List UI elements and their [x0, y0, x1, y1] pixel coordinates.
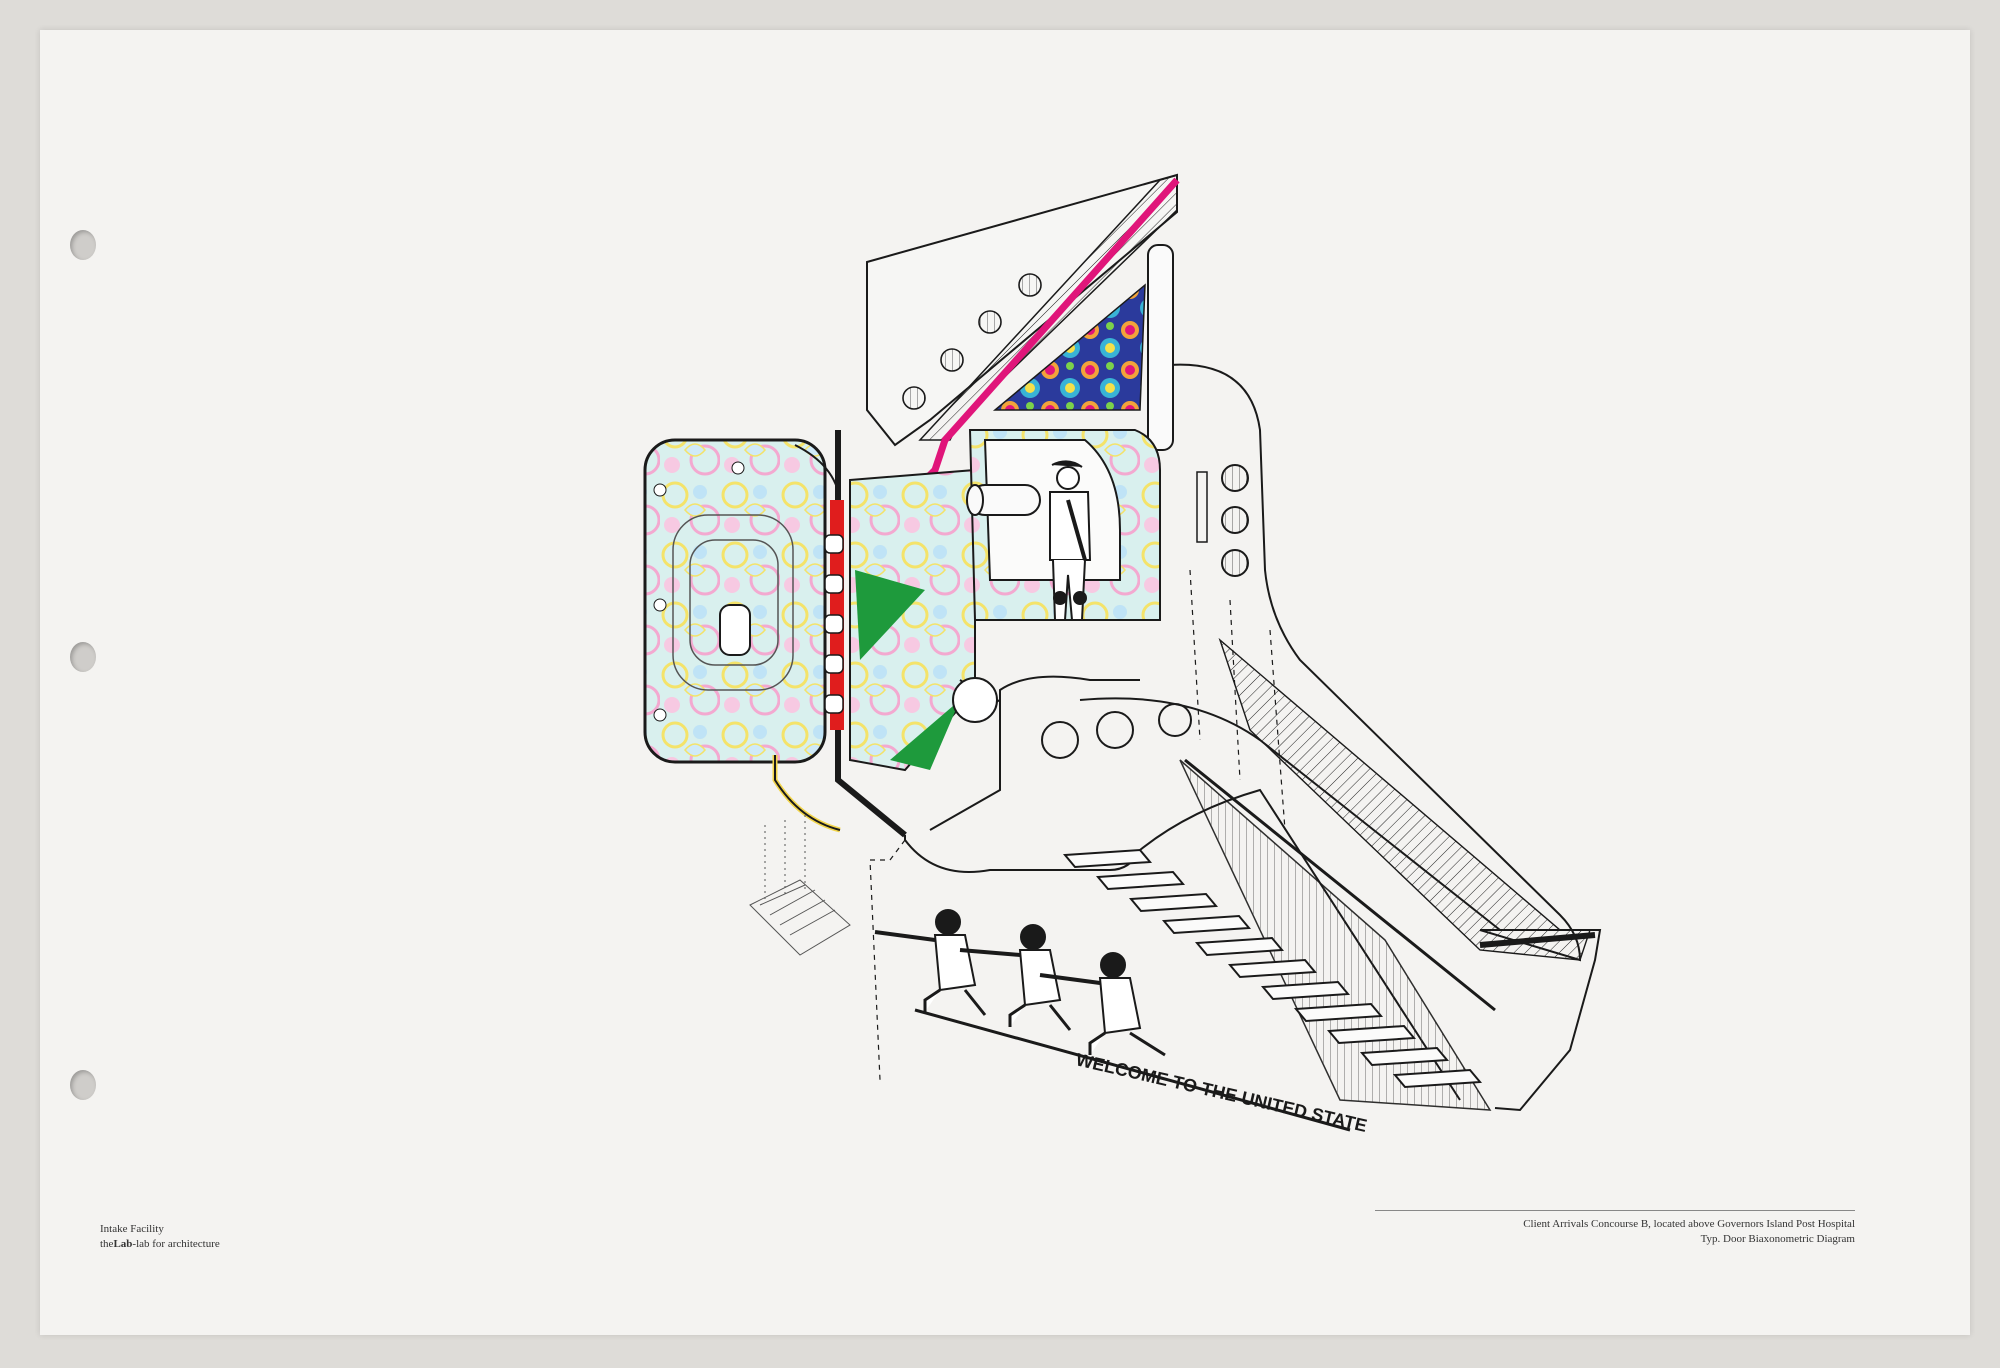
hood-round-vents [902, 273, 1042, 410]
punch-hole-bottom [70, 1070, 96, 1100]
pipe-duct [966, 484, 1041, 516]
overhead-hood [866, 173, 1180, 503]
project-title: Intake Facility [100, 1223, 164, 1235]
caption-project-title: Intake Facility theLab-lab for architect… [100, 1222, 220, 1252]
door-frame [824, 430, 907, 838]
soldier-figure [1039, 952, 1166, 1057]
armed-guard-figure [1049, 460, 1092, 621]
studio-name: theLab-lab for architecture [100, 1238, 220, 1250]
floor-edge [914, 1008, 1351, 1132]
soldier-figure [874, 909, 987, 1016]
punch-hole-middle [70, 642, 96, 672]
soldier-figure [959, 924, 1072, 1031]
punch-hole-top [70, 230, 96, 260]
soldier-squad [874, 909, 1166, 1057]
drawing-location: Client Arrivals Concourse B, located abo… [1523, 1218, 1855, 1230]
drawing-type: Typ. Door Biaxonometric Diagram [1700, 1233, 1855, 1245]
door-tunnel-interior [849, 429, 1161, 772]
deployed-grid-panel [749, 815, 851, 956]
caption-drawing-description: Client Arrivals Concourse B, located abo… [1375, 1210, 1855, 1247]
open-door-leaf [643, 438, 827, 764]
stair-side-wall [1218, 637, 1596, 961]
wall-slot [1196, 471, 1208, 543]
stair-handrail [1184, 758, 1496, 1012]
stair-treads [1062, 848, 1483, 1089]
wall-round-vents [1221, 464, 1249, 577]
